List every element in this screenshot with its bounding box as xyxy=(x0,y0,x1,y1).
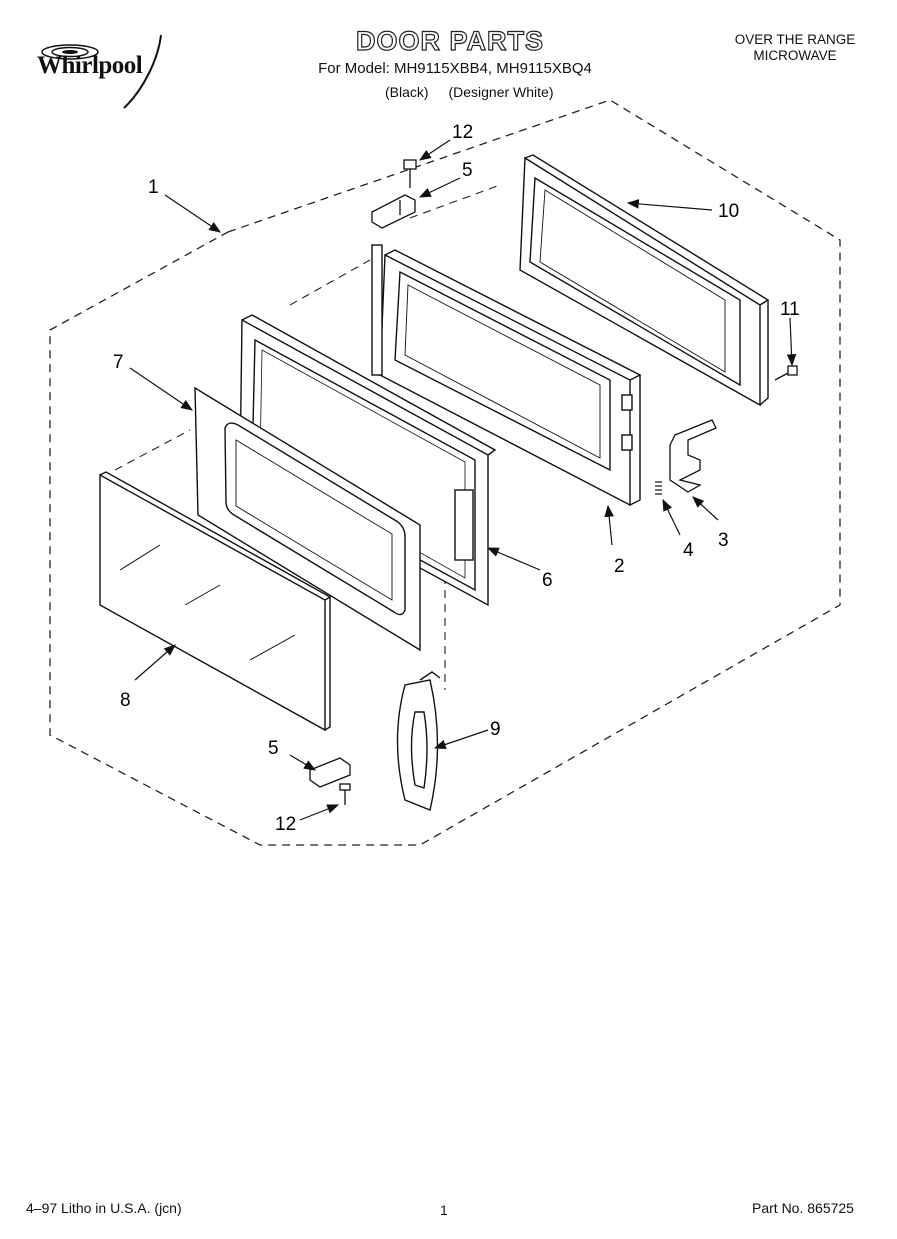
leader-2 xyxy=(604,504,614,546)
part-12-screw-top xyxy=(403,159,417,188)
leader-4 xyxy=(662,498,681,536)
part-5-hinge-top xyxy=(371,194,416,229)
leader-3 xyxy=(692,496,719,521)
callout-3: 3 xyxy=(718,530,729,551)
leader-6 xyxy=(486,547,541,571)
page-number: 1 xyxy=(440,1202,448,1218)
variant-white: (Designer White) xyxy=(448,84,554,100)
model-line: For Model: MH9115XBB4, MH9115XBQ4 xyxy=(318,60,592,77)
callout-11: 11 xyxy=(780,299,800,320)
part-number: Part No. 865725 xyxy=(752,1200,854,1216)
variant-line: (Black) (Designer White) xyxy=(385,84,569,100)
product-type: OVER THE RANGE MICROWAVE xyxy=(720,32,870,64)
leader-9 xyxy=(433,729,489,750)
callout-4: 4 xyxy=(683,540,694,561)
whirlpool-logo-icon xyxy=(41,34,162,109)
leader-5a xyxy=(418,177,461,198)
part-7-trim xyxy=(194,386,421,652)
leader-8 xyxy=(134,644,176,681)
callout-9: 9 xyxy=(490,719,501,740)
callout-6: 6 xyxy=(542,570,553,591)
part-8-glass xyxy=(99,471,332,732)
callout-12-top: 12 xyxy=(452,122,473,143)
brand-name: Whirlpool xyxy=(37,52,143,79)
part-9-handle xyxy=(396,671,441,811)
page-title: DOOR PARTS xyxy=(355,25,544,56)
part-11-screw xyxy=(774,365,798,381)
print-info: 4–97 Litho in U.S.A. (jcn) xyxy=(26,1200,182,1216)
leader-12b xyxy=(299,804,340,821)
callout-2: 2 xyxy=(614,556,625,577)
leader-12a xyxy=(419,139,451,161)
leader-10 xyxy=(626,199,713,211)
callout-12-bottom: 12 xyxy=(275,814,296,835)
leader-5b xyxy=(289,754,317,771)
callout-10: 10 xyxy=(718,201,739,222)
part-4-spring xyxy=(655,481,662,495)
callout-1: 1 xyxy=(148,177,159,198)
leader-1 xyxy=(164,194,221,233)
variant-black: (Black) xyxy=(385,84,429,100)
part-10-frame xyxy=(519,154,770,407)
part-5-hinge-bottom xyxy=(309,757,351,788)
leader-11 xyxy=(786,317,797,367)
callout-5-top: 5 xyxy=(462,160,473,181)
callout-7: 7 xyxy=(113,352,124,373)
leader-7 xyxy=(129,367,193,411)
part-2-inner-panel xyxy=(371,244,642,507)
product-line-2: MICROWAVE xyxy=(753,48,837,63)
product-line-1: OVER THE RANGE xyxy=(734,32,856,47)
callout-5-bottom: 5 xyxy=(268,738,279,759)
part-12-screw-bottom xyxy=(339,783,351,805)
part-3-latch xyxy=(669,419,717,493)
callout-8: 8 xyxy=(120,690,131,711)
assembly-boundary xyxy=(49,99,841,846)
